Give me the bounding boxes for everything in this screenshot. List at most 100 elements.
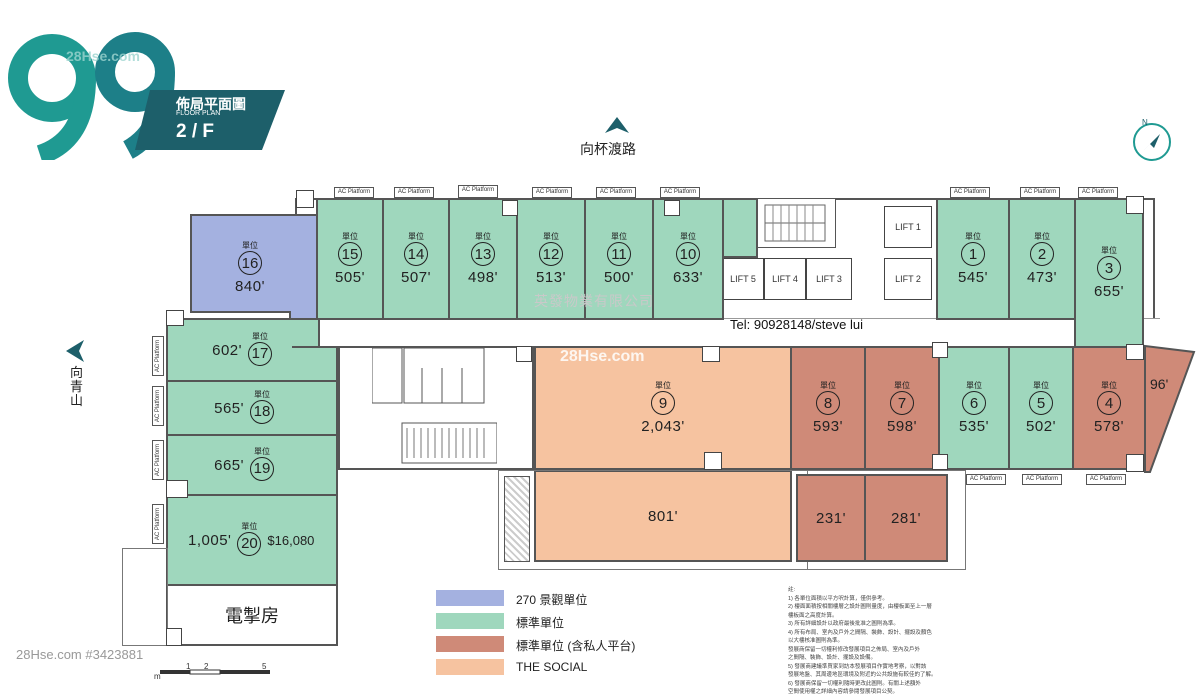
note-line: 3) 所有詳細設計以政府最後批准之圖則為準。 (788, 621, 899, 627)
legend-swatch (436, 659, 504, 675)
unit-9[interactable]: 單位 9 2,043' (534, 346, 792, 470)
legend-swatch (436, 636, 504, 652)
unit-area: 665' (214, 456, 244, 474)
unit-number: 19 (250, 456, 274, 481)
unit-number: 5 (1029, 391, 1053, 415)
unit-13[interactable]: 單位 13 498' (448, 198, 518, 320)
ac-platform: AC Platform (1022, 474, 1062, 485)
ac-platform: AC Platform (458, 185, 498, 198)
unit-label: 單位 (1101, 246, 1117, 255)
unit-area: 598' (887, 418, 917, 435)
unit-price: $16,080 (267, 532, 315, 548)
unit-1[interactable]: 單位 1 545' (936, 198, 1010, 320)
unit-area: 602' (212, 341, 242, 359)
ac-platform-label: AC Platform (155, 339, 161, 373)
column (166, 480, 188, 498)
note-line: 以大樓核准圖則為準。 (788, 638, 844, 644)
unit-7-terrace: 281' (864, 474, 948, 562)
unit-7[interactable]: 單位 7 598' (864, 346, 940, 470)
unit-4-terrace-area: 96' (1150, 376, 1169, 392)
unit-label: 單位 (1101, 381, 1117, 390)
unit-label: 單位 (655, 381, 671, 390)
unit-area: 1,005' (188, 531, 232, 549)
unit-area: 513' (536, 269, 566, 286)
unit-number: 20 (237, 531, 262, 556)
unit-14[interactable]: 單位 14 507' (382, 198, 450, 320)
legend-label: THE SOCIAL (516, 660, 588, 674)
note-line: 發展商保留一切權利修改發展項目之佈局、室內及戶外 (788, 646, 921, 653)
unit-6[interactable]: 單位 6 535' (938, 346, 1010, 470)
unit-5[interactable]: 單位 5 502' (1008, 346, 1074, 470)
unit-area: 633' (673, 269, 703, 286)
social-terrace: 801' (534, 470, 792, 562)
scale-bar (160, 669, 270, 675)
unit-number: 11 (607, 242, 631, 266)
terrace-area: 231' (816, 509, 846, 527)
west-road-label: 向青山 (70, 365, 84, 408)
note-line: 6) 發展商保留一切權利隨時更改此圖則。有關上述額外 (788, 680, 921, 687)
ac-platform: AC Platform (152, 504, 164, 544)
contact-text: Tel: 90928148/steve lui (730, 317, 863, 332)
unit-number: 4 (1097, 391, 1121, 415)
ac-platform-label: AC Platform (155, 507, 161, 541)
scale-tick: 5 (262, 662, 267, 671)
unit-area: 593' (813, 418, 843, 435)
unit-12[interactable]: 單位 12 513' (516, 198, 586, 320)
north-arrow-icon (605, 117, 629, 133)
note-line: 註: (788, 587, 796, 593)
unit-10-extension (722, 198, 758, 258)
ac-platform: AC Platform (394, 187, 434, 198)
north-road-label: 向杯渡路 (580, 141, 636, 157)
hatched-void (504, 476, 530, 562)
note-line: 2) 樓面面積按相關樓層之設計圖則量度，由樓板面至上一層 (788, 604, 932, 610)
stair-core-north (756, 198, 836, 248)
unit-label: 單位 (342, 232, 358, 241)
scale-tick: 1 (186, 662, 191, 671)
unit-15[interactable]: 單位 15 505' (316, 198, 384, 320)
site-watermark: 28Hse.com #3423881 (16, 647, 144, 662)
unit-area: 535' (959, 418, 989, 435)
unit-11[interactable]: 單位 11 500' (584, 198, 654, 320)
unit-number: 17 (248, 341, 272, 366)
unit-label: 單位 (965, 232, 981, 241)
unit-area: 840' (235, 278, 265, 295)
note-line: 1) 各單位面積以平方呎計算，僅供參考。 (788, 595, 888, 602)
ac-platform: AC Platform (334, 187, 374, 198)
unit-4[interactable]: 單位 4 578' (1072, 346, 1146, 470)
core-toilets-stairs (338, 346, 534, 470)
unit-10[interactable]: 單位 10 633' (652, 198, 724, 320)
unit-label: 單位 (611, 232, 627, 241)
unit-badge: 單位 18 (250, 390, 274, 427)
unit-2[interactable]: 單位 2 473' (1008, 198, 1076, 320)
ac-platform: AC Platform (152, 386, 164, 426)
column (1126, 454, 1144, 472)
unit-label: 單位 (543, 232, 559, 241)
unit-number: 9 (651, 391, 675, 415)
ac-platform: AC Platform (596, 187, 636, 198)
unit-number: 12 (539, 242, 563, 266)
unit-area: 578' (1094, 418, 1124, 435)
unit-label: 單位 (680, 232, 696, 241)
unit-3[interactable]: 單位 3 655' (1074, 198, 1144, 348)
unit-8[interactable]: 單位 8 593' (790, 346, 866, 470)
ac-platform: AC Platform (532, 187, 572, 198)
unit-19[interactable]: 665' 單位 19 (166, 434, 338, 496)
unit-16[interactable]: 單位 16 840' (210, 228, 290, 308)
legend-swatch (436, 590, 504, 606)
unit-area: 545' (958, 269, 988, 286)
column (664, 200, 680, 216)
unit-number: 3 (1097, 256, 1121, 280)
legend-label: 270 景觀單位 (516, 593, 588, 607)
unit-18[interactable]: 565' 單位 18 (166, 380, 338, 436)
brand-logo (8, 32, 285, 160)
note-line: 空間使用權之詳細內容請參閱發展項目公契。 (788, 689, 899, 695)
column (932, 342, 948, 358)
column (932, 454, 948, 470)
column (516, 346, 532, 362)
unit-20[interactable]: 1,005' 單位 20 $16,080 (166, 494, 338, 586)
terrace-area: 281' (891, 509, 921, 527)
scale-unit: m (154, 672, 161, 681)
unit-number: 10 (676, 242, 700, 266)
unit-4-terrace-shape (1144, 344, 1196, 473)
title-zh: 佈局平面圖 (176, 96, 246, 112)
